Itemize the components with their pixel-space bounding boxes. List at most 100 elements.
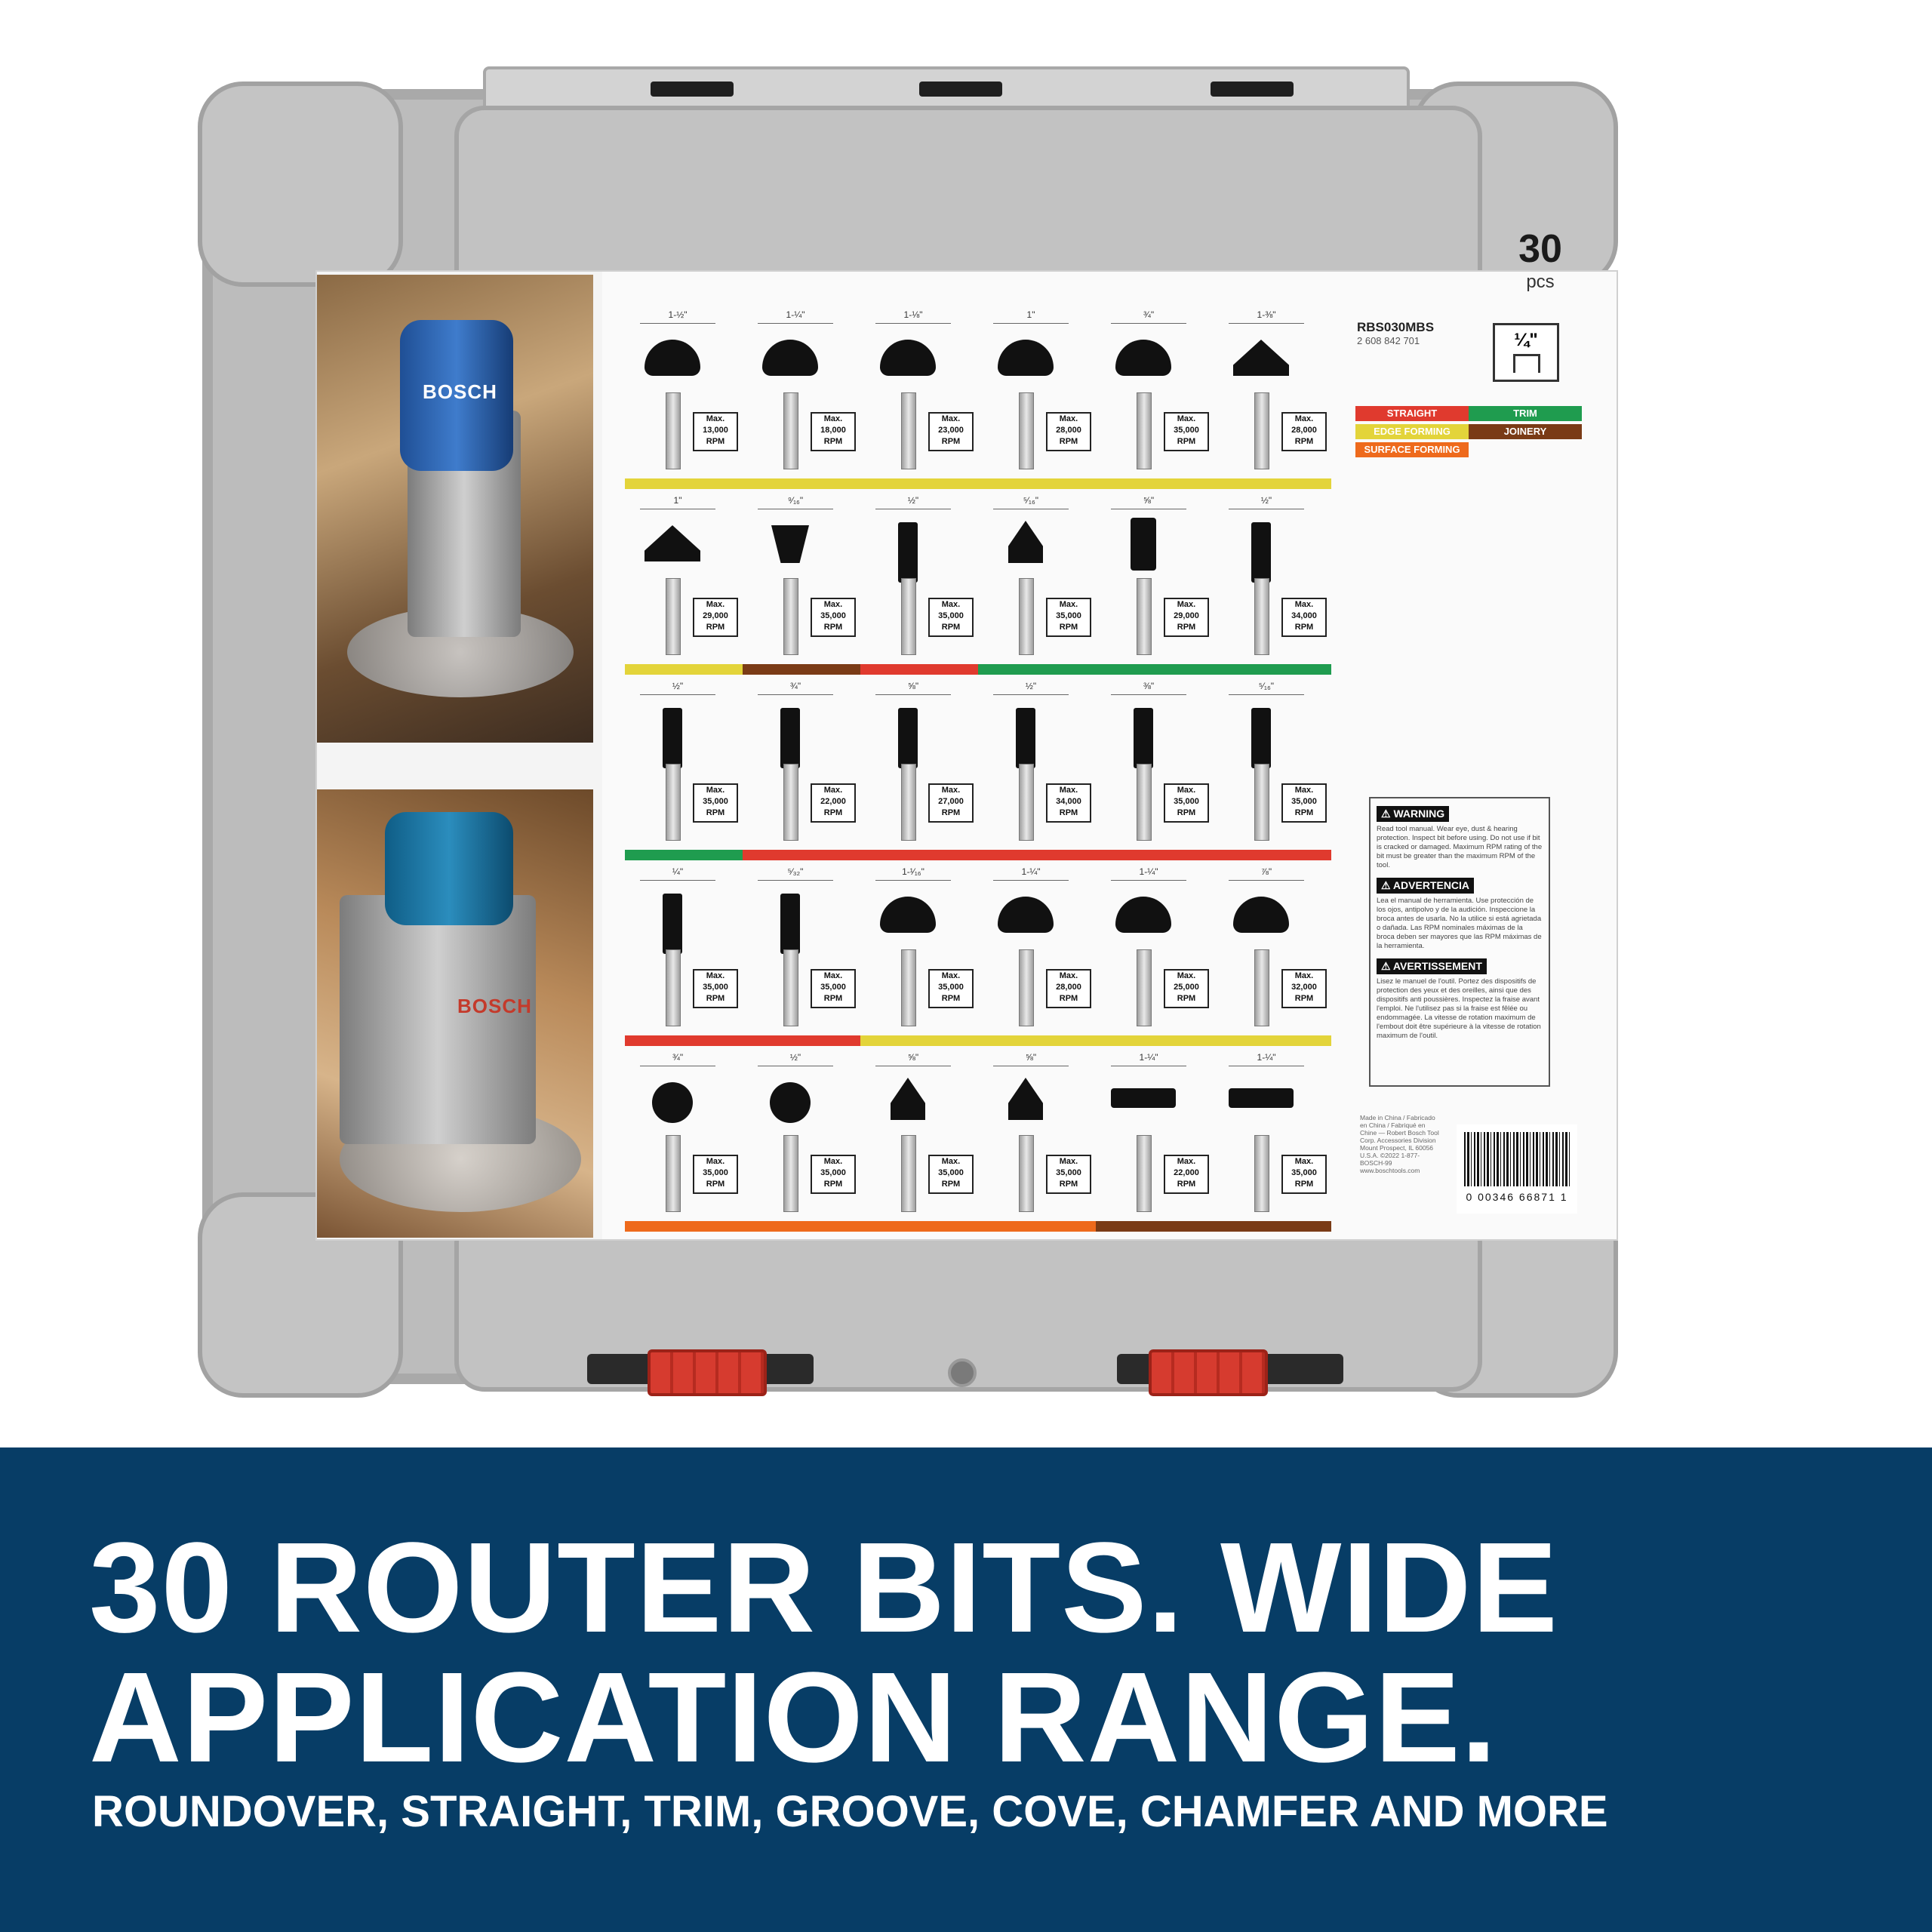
rpm-value: 27,000: [938, 797, 964, 806]
manufacturer-fine-print: Made in China / Fabricado en China / Fab…: [1360, 1114, 1439, 1174]
product-image-area: BOSCH BOSCH 30 pcs RBS030MBS 2 608 842 7…: [198, 66, 1618, 1398]
bit-shank: [666, 764, 681, 841]
bit-diameter-label: ⅞": [1260, 866, 1272, 877]
rpm-prefix: Max.: [706, 414, 725, 423]
rpm-prefix: Max.: [941, 600, 961, 609]
rpm-prefix: Max.: [1294, 971, 1314, 980]
rpm-prefix: Max.: [1177, 1157, 1196, 1166]
category-band: [625, 850, 743, 860]
bit-cutter-head: [645, 525, 700, 561]
bit-shank: [783, 578, 798, 655]
rpm-unit: RPM: [823, 1180, 843, 1189]
bit-shank: [901, 949, 916, 1026]
bit-cutter-head: [1233, 340, 1289, 376]
shank-size-label: ¼": [1514, 330, 1538, 350]
bit-diameter-label: 1-¼": [1139, 866, 1158, 877]
warning-panel: ⚠ WARNING Read tool manual. Wear eye, du…: [1369, 797, 1550, 1087]
rpm-value: 13,000: [703, 426, 728, 435]
dimension-line: [1229, 694, 1304, 695]
bit-cutter-head: [1229, 1088, 1294, 1108]
dimension-line: [758, 694, 833, 695]
warning-text-en: Read tool manual. Wear eye, dust & heari…: [1377, 825, 1543, 869]
rpm-unit: RPM: [1059, 437, 1078, 446]
rpm-unit: RPM: [706, 994, 725, 1003]
bit-diameter-label: 1-¼": [1139, 1052, 1158, 1063]
dimension-line: [875, 880, 951, 881]
bit-shank: [783, 392, 798, 469]
hinge-slot: [1211, 82, 1294, 97]
rpm-unit: RPM: [706, 623, 725, 632]
rpm-prefix: Max.: [706, 786, 725, 795]
rpm-value: 28,000: [1291, 426, 1317, 435]
bit-shank: [666, 1135, 681, 1212]
shank-size-badge: ¼": [1493, 323, 1559, 382]
rpm-unit: RPM: [823, 994, 843, 1003]
warning-title-fr: ⚠ AVERTISSEMENT: [1377, 958, 1487, 974]
barcode-digits: 0 00346 66871 1: [1466, 1191, 1568, 1203]
rpm-unit: RPM: [941, 437, 961, 446]
rpm-prefix: Max.: [1177, 600, 1196, 609]
bit-shank: [666, 392, 681, 469]
bit-shank: [666, 578, 681, 655]
bit-diameter-label: 1-¼": [1021, 866, 1041, 877]
hinge-slot: [651, 82, 734, 97]
rpm-value: 25,000: [1174, 983, 1199, 992]
bit-shank: [1019, 1135, 1034, 1212]
rpm-prefix: Max.: [1177, 971, 1196, 980]
bit-diameter-label: ⅜": [1143, 681, 1155, 691]
rpm-prefix: Max.: [1294, 786, 1314, 795]
category-legend: STRAIGHT TRIM EDGE FORMING JOINERY SURFA…: [1355, 406, 1582, 460]
rpm-prefix: Max.: [823, 971, 843, 980]
plunge-router-photo: BOSCH: [317, 789, 593, 1238]
bit-cutter-head: [1115, 897, 1171, 933]
red-latch-left: [648, 1349, 767, 1396]
bit-shank: [1254, 764, 1269, 841]
category-band: [625, 664, 743, 675]
warning-text-fr: Lisez le manuel de l'outil. Portez des d…: [1377, 977, 1541, 1040]
bit-cutter-head: [1134, 708, 1153, 768]
rpm-unit: RPM: [941, 1180, 961, 1189]
dimension-line: [875, 694, 951, 695]
rpm-value: 35,000: [820, 1168, 846, 1177]
rpm-value: 28,000: [1056, 983, 1081, 992]
rpm-prefix: Max.: [1059, 1157, 1078, 1166]
bit-shank: [1019, 392, 1034, 469]
category-band: [743, 850, 1331, 860]
bit-diameter-label: ⁵⁄₁₆": [1258, 681, 1275, 691]
bit-cutter-head: [1016, 708, 1035, 768]
headline-line-2: APPLICATION RANGE.: [89, 1646, 1498, 1789]
photo-brand-text: BOSCH: [457, 995, 532, 1017]
dimension-line: [1111, 880, 1186, 881]
category-band: [625, 1035, 860, 1046]
barcode-bars: [1464, 1132, 1570, 1186]
bit-diameter-label: ⅝": [907, 1052, 919, 1063]
bit-diameter-label: ⁹⁄₁₆": [787, 495, 804, 506]
rpm-prefix: Max.: [1059, 414, 1078, 423]
rpm-prefix: Max.: [941, 786, 961, 795]
bit-shank: [1019, 764, 1034, 841]
bit-diameter-label: ⅝": [1025, 1052, 1037, 1063]
bit-diameter-label: ¾": [1143, 309, 1155, 320]
rpm-prefix: Max.: [1059, 600, 1078, 609]
category-band: [860, 1035, 1331, 1046]
dimension-line: [993, 694, 1069, 695]
rpm-prefix: Max.: [941, 414, 961, 423]
dimension-line: [1229, 880, 1304, 881]
photo-brand-text: BOSCH: [423, 380, 497, 403]
